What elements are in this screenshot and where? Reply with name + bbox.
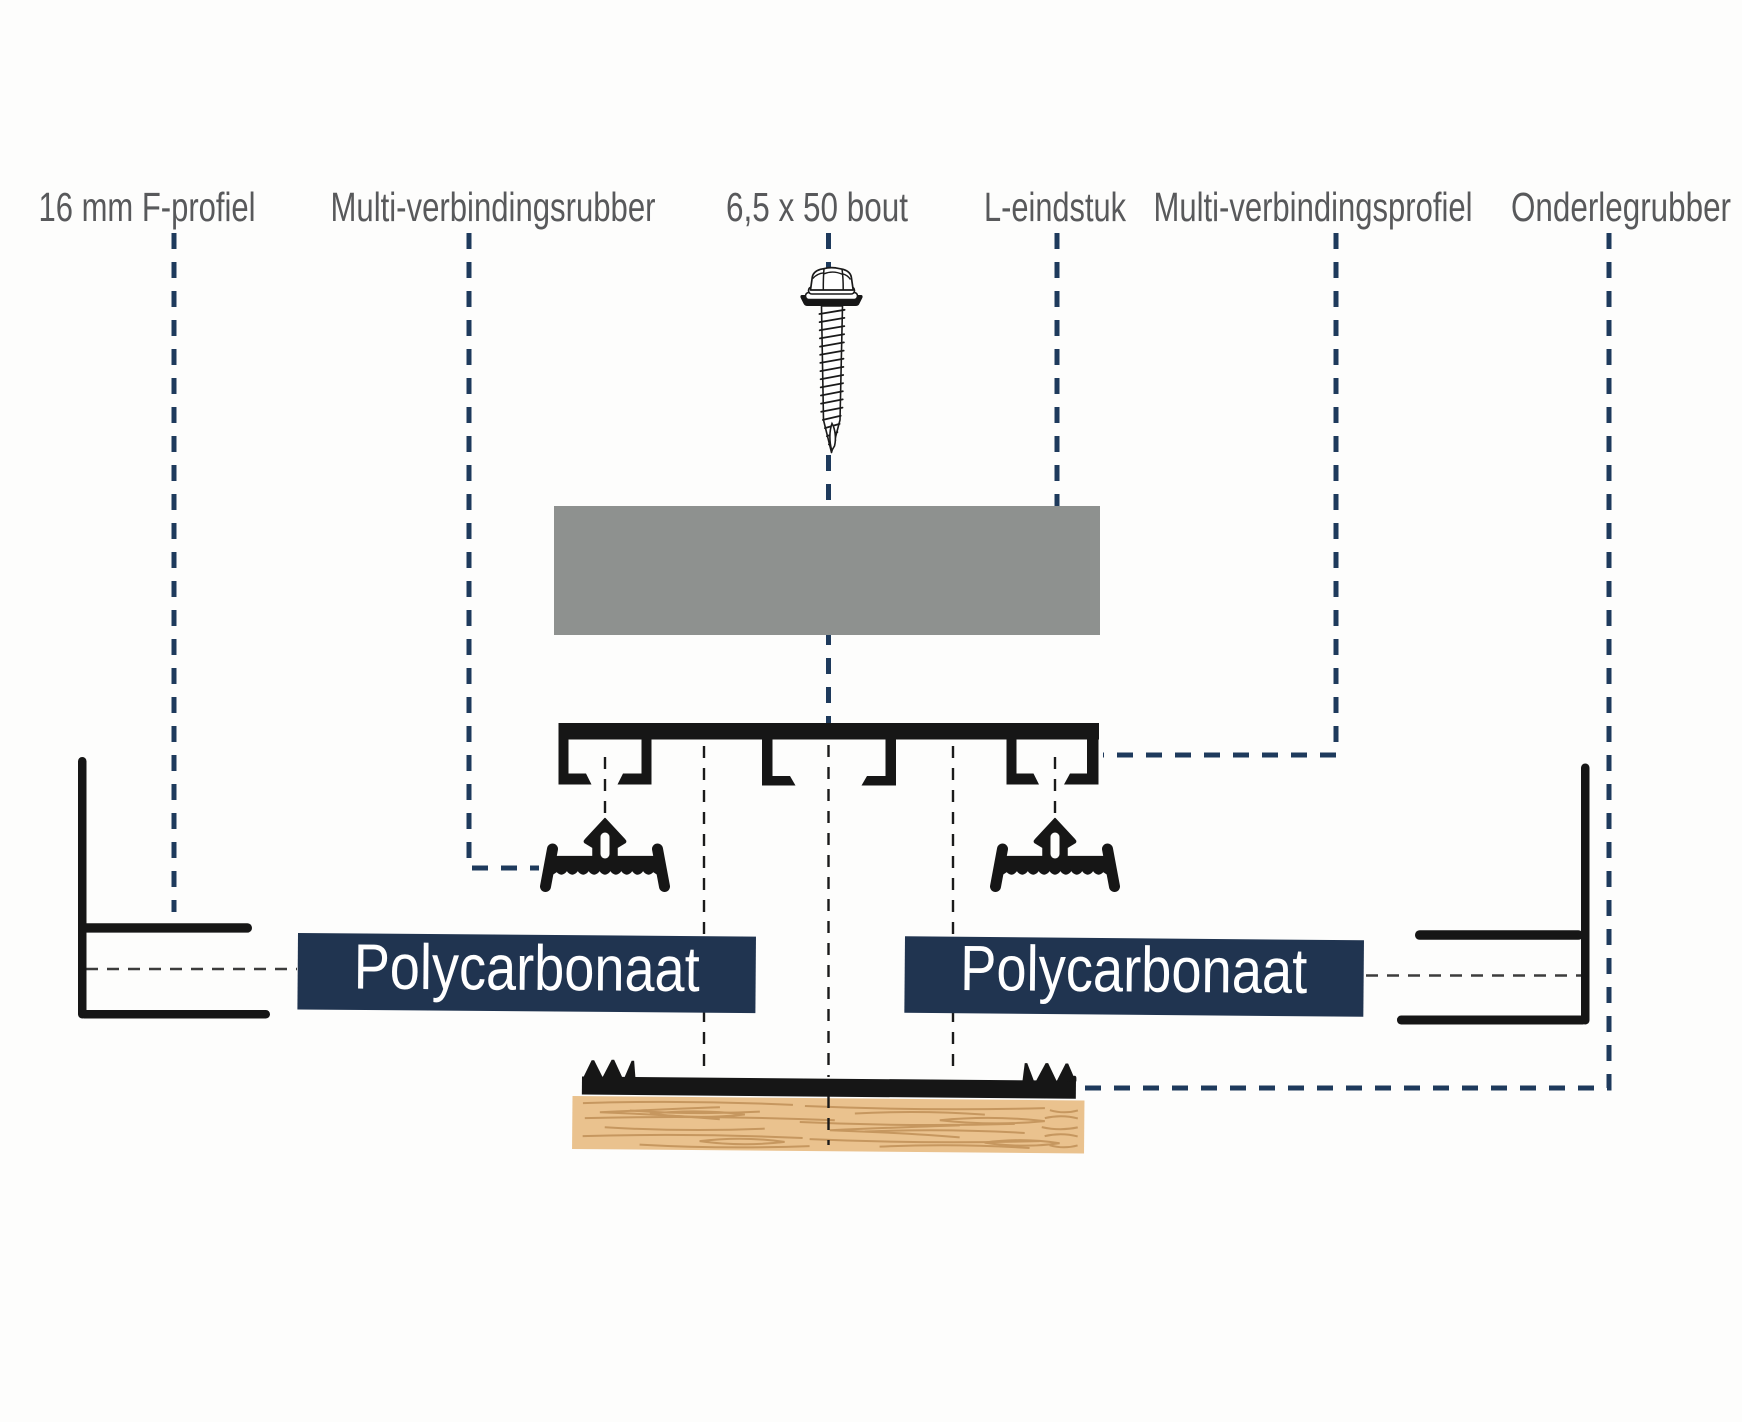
- svg-text:Multi-verbindingsrubber: Multi-verbindingsrubber: [331, 184, 656, 230]
- svg-text:Polycarbonaat: Polycarbonaat: [353, 930, 700, 1005]
- svg-text:16 mm F-profiel: 16 mm F-profiel: [39, 184, 256, 230]
- svg-text:Multi-verbindingsprofiel: Multi-verbindingsprofiel: [1154, 184, 1473, 230]
- svg-text:Onderlegrubber: Onderlegrubber: [1511, 184, 1731, 230]
- svg-text:Polycarbonaat: Polycarbonaat: [960, 932, 1308, 1007]
- svg-text:6,5 x 50 bout: 6,5 x 50 bout: [726, 184, 908, 230]
- svg-text:L-eindstuk: L-eindstuk: [984, 184, 1126, 230]
